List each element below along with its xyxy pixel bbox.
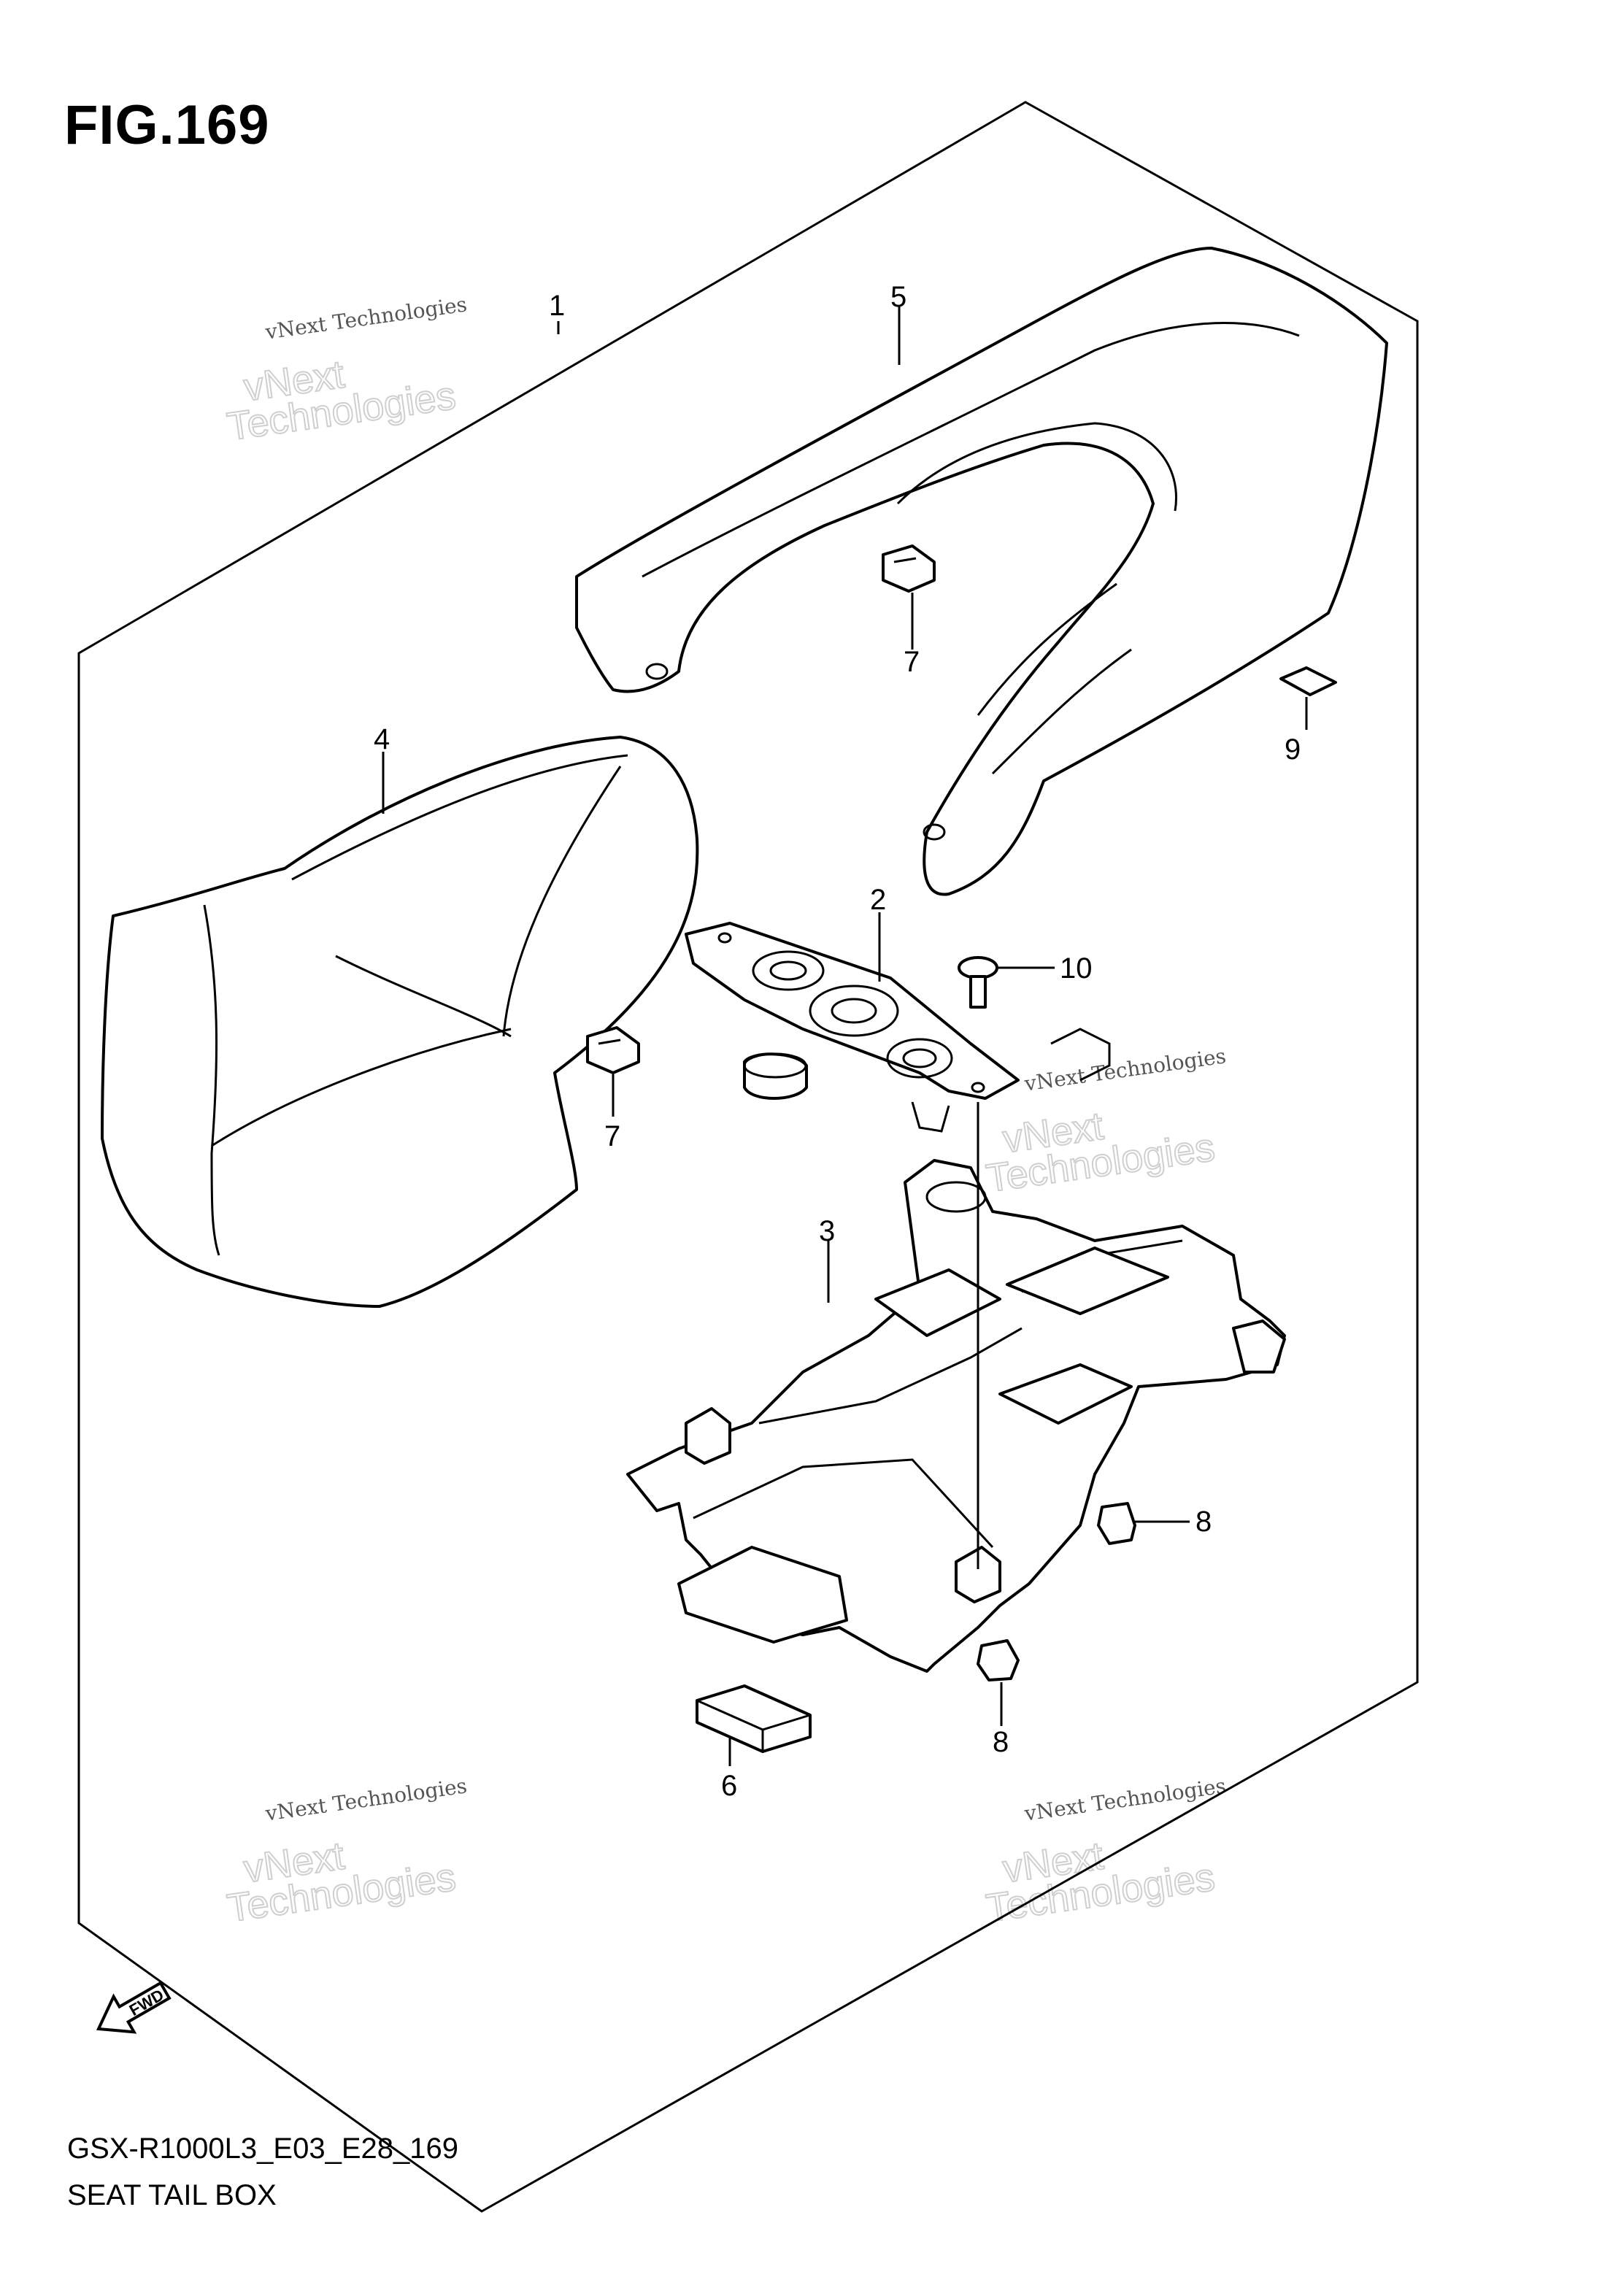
- callout-8-lower: 8: [993, 1726, 1009, 1758]
- watermark-text: vNext Technologies: [263, 292, 469, 344]
- seat-cover-part-4: [101, 736, 699, 1308]
- callout-1: 1: [549, 290, 565, 322]
- callout-4: 4: [374, 723, 390, 755]
- tail-cowl-part-5: [575, 247, 1388, 896]
- pad-part-9: [1279, 666, 1337, 730]
- callout-2: 2: [870, 884, 886, 916]
- callout-9: 9: [1285, 733, 1301, 766]
- assembly-boundary: [77, 101, 1419, 2213]
- bracket-plate-part-2: [685, 922, 1111, 1133]
- figure-title: FIG.169: [64, 94, 270, 156]
- clip-nut-part-7-upper: [882, 544, 936, 650]
- model-code: GSX-R1000L3_E03_E28_169: [67, 2133, 458, 2165]
- watermark-text: vNext Technologies: [1023, 1773, 1228, 1826]
- bolt-part-8-right: [1097, 1502, 1190, 1545]
- forward-arrow: FWD: [96, 1981, 172, 2034]
- pad-part-6: [696, 1684, 812, 1766]
- callout-labels: 1 5 7 9 4 2 10 7 3 8 8 6: [374, 281, 1301, 1802]
- bolt-part-8-lower: [977, 1639, 1020, 1726]
- watermark-text: vNext Technologies: [263, 1773, 469, 1826]
- callout-10: 10: [1060, 952, 1093, 985]
- callout-8-right: 8: [1195, 1506, 1212, 1538]
- callout-5: 5: [890, 281, 906, 313]
- clip-nut-part-7-lower: [586, 1026, 640, 1117]
- callout-7-lower: 7: [604, 1120, 620, 1152]
- callout-3: 3: [819, 1215, 835, 1247]
- screw-part-10: [958, 956, 1055, 1009]
- leader-lines: [382, 307, 979, 1569]
- callout-6: 6: [721, 1770, 737, 1802]
- seat-tail-box-frame-part-3: [626, 1159, 1286, 1673]
- diagram-name: SEAT TAIL BOX: [67, 2179, 277, 2211]
- watermark-text: vNext Technologies: [1023, 1044, 1228, 1096]
- callout-7-upper: 7: [904, 646, 920, 678]
